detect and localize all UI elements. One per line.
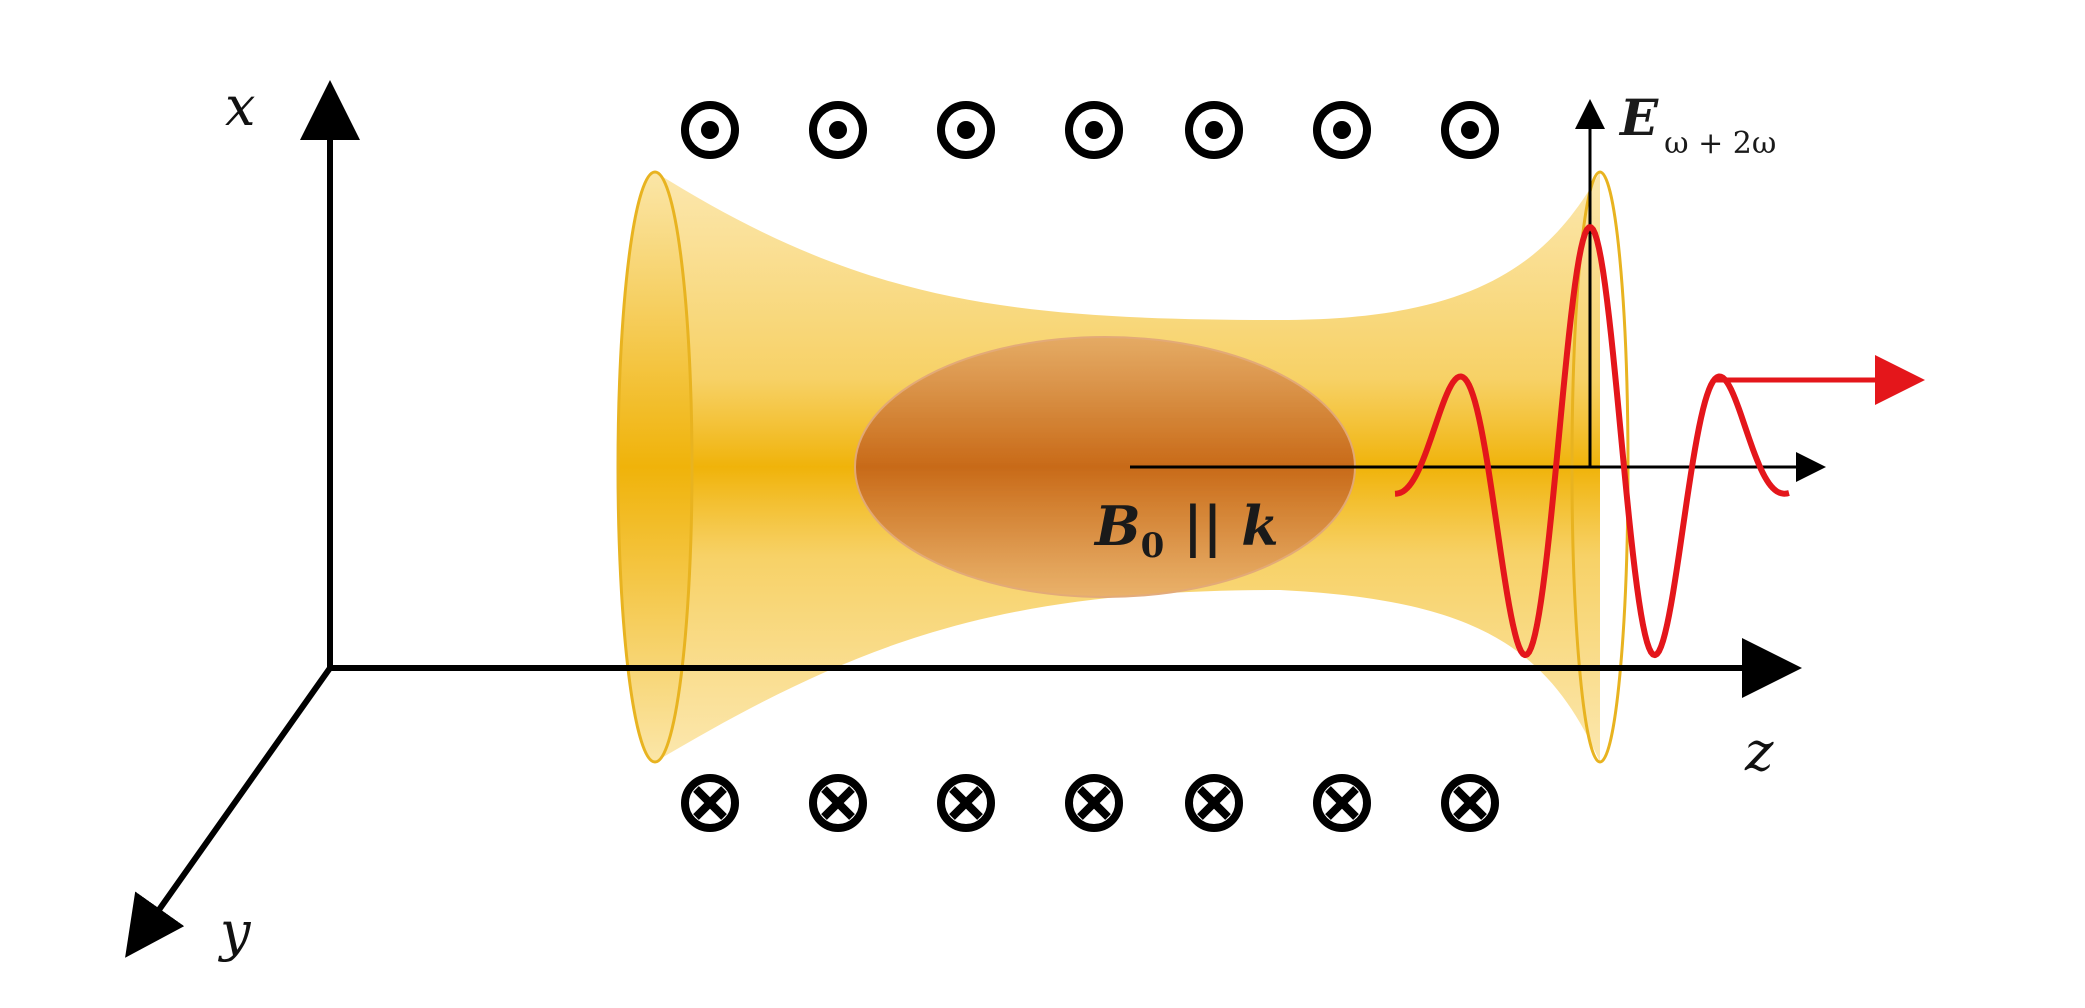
- field-out-of-page-icon: [1065, 101, 1123, 159]
- svg-text:Eω + 2ω: Eω + 2ω: [1618, 88, 1776, 161]
- field-into-page-icon: [937, 774, 995, 832]
- b-label-parallel: ||: [1164, 494, 1241, 559]
- x-axis-label: x: [225, 75, 255, 138]
- beam-entrance-cap: [616, 170, 694, 764]
- b-label-subscript: 0: [1141, 526, 1165, 566]
- field-label-main: E: [1618, 88, 1659, 147]
- field-into-page-icon: [809, 774, 867, 832]
- svg-text:B0 || k: B0 || k: [1093, 494, 1279, 566]
- b-label-k: k: [1241, 494, 1278, 558]
- field-into-page-icon: [681, 774, 739, 832]
- field-into-page-icon: [1441, 774, 1499, 832]
- field-into-page-icon: [1313, 774, 1371, 832]
- field-out-of-page-icon: [1185, 101, 1243, 159]
- field-out-of-page-icon: [1441, 101, 1499, 159]
- coordinate-axes: [125, 80, 360, 958]
- field-out-of-page-icon: [681, 101, 739, 159]
- field-label-subscript: ω + 2ω: [1664, 126, 1776, 161]
- y-axis-arrow: [125, 666, 333, 958]
- field-out-of-page-icon: [1313, 101, 1371, 159]
- field-into-page-icon: [1065, 774, 1123, 832]
- field-out-of-page-icon: [937, 101, 995, 159]
- z-axis-label: z: [1744, 720, 1774, 783]
- y-axis-label: y: [218, 900, 252, 963]
- magnetic-field-out-row: [681, 101, 1499, 159]
- field-out-of-page-icon: [809, 101, 867, 159]
- field-into-page-icon: [1185, 774, 1243, 832]
- b-label-main: B: [1093, 494, 1141, 558]
- magnetic-field-label: B0 || k: [1093, 494, 1279, 566]
- magnetic-field-in-row: [681, 774, 1499, 832]
